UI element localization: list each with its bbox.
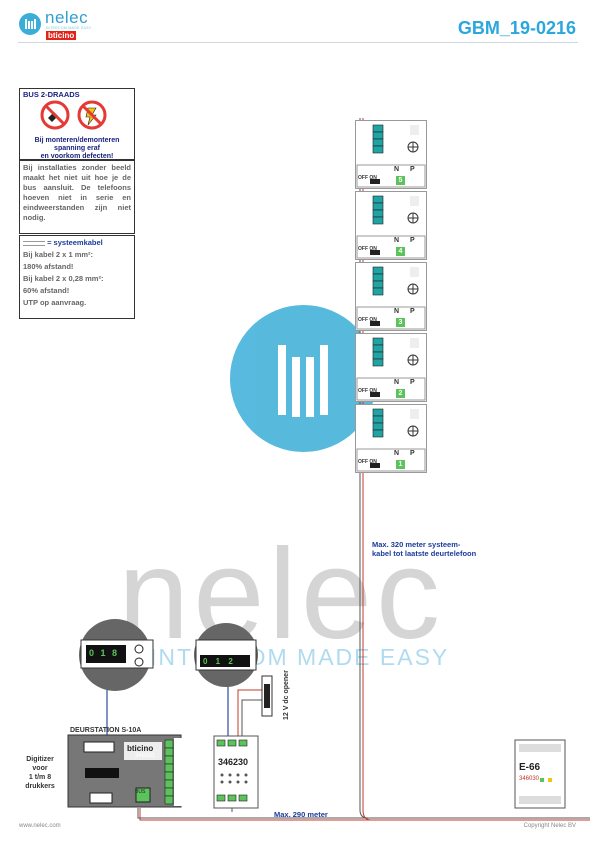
bottom-bus-b [139, 808, 590, 821]
phone-col-p: P [410, 450, 415, 457]
cable-l1: Bij kabel 2 x 1 mm²: [23, 250, 94, 259]
phone-number: 3 [396, 318, 405, 327]
phone-dip-switch [370, 392, 380, 397]
phone-number: 2 [396, 389, 405, 398]
phone-col-p: P [410, 166, 415, 173]
watermark-word: nelec [118, 523, 444, 666]
phone-dip-switch [370, 179, 380, 184]
module-346230-device [213, 735, 259, 809]
bottom-bus-a [137, 808, 590, 819]
phone-dip-switch [370, 321, 380, 326]
warning-line2: spanning eraf [54, 145, 100, 152]
door-opener-device [261, 675, 273, 717]
phone-dip-switch [370, 250, 380, 255]
phone-col-n: N [394, 308, 400, 315]
bus-terminal-label: BUS [135, 789, 146, 795]
cable-legend-symbol [23, 240, 45, 246]
module-code-label: 346230 [218, 757, 249, 767]
header-divider [18, 42, 578, 43]
phone-col-p: P [410, 308, 415, 315]
zoom2-digits: 0 1 2 [203, 657, 236, 666]
no-plug-icon [40, 100, 70, 130]
opener-wire-a [237, 689, 262, 736]
phone-col-p: P [410, 237, 415, 244]
opener-wire-b [241, 699, 262, 736]
cable-l5: UTP op aanvraag. [23, 298, 87, 307]
psu-name-label: E-66 [519, 762, 541, 773]
phone-off-on: OFF ON [358, 459, 377, 465]
phone-dip-switch [370, 463, 380, 468]
footer-website: www.nelec.com [19, 823, 61, 829]
psu-code-label: 346030 [519, 776, 540, 782]
doc-id: GBM_19-0216 [457, 18, 576, 38]
warning-icons [40, 100, 107, 130]
door-bticino-label: bticino [127, 744, 154, 753]
brand-name: nelec [45, 8, 89, 27]
deurstation-label: DEURSTATION S-10A [70, 727, 142, 734]
brand-sub: INTERCOM MADE EASY [46, 26, 92, 30]
phone-number: 1 [396, 460, 405, 469]
digitizer-line4: drukkers [25, 783, 55, 790]
cable-l3: Bij kabel 2 x 0,28 mm²: [23, 274, 104, 283]
footer-copyright: Copyright Nelec BV [523, 823, 576, 829]
phone-unit: OFF ON N P 5 [355, 120, 427, 189]
watermark-logo-circle [230, 305, 377, 452]
cable-l2: 180% afstand! [23, 262, 74, 271]
zoom-circle-1 [79, 619, 154, 691]
max290-label: Max. 290 meter [274, 810, 328, 819]
nelec-logo-icon [19, 13, 41, 35]
phone-col-n: N [394, 379, 400, 386]
max320-line1: Max. 320 meter systeem- [372, 540, 461, 549]
note-box: Bij installaties zonder beeld maakt het … [19, 160, 135, 234]
phone-number: 5 [396, 176, 405, 185]
cable-l4: 60% afstand! [23, 286, 70, 295]
phone-col-n: N [394, 237, 400, 244]
phone-col-n: N [394, 166, 400, 173]
digitizer-line2: voor [32, 765, 48, 772]
phone-number: 4 [396, 247, 405, 256]
digitizer-line3: 1 t/m 8 [28, 774, 52, 781]
partner-logo: bticino [46, 31, 77, 40]
phone-off-on: OFF ON [358, 246, 377, 252]
phone-off-on: OFF ON [358, 388, 377, 394]
no-tool-icon [77, 100, 107, 130]
psu-device [514, 739, 566, 809]
note-text: Bij installaties zonder beeld maakt het … [23, 163, 131, 222]
cable-legend: = systeemkabel [47, 238, 103, 247]
warning-line3: en voorkom defecten! [40, 153, 114, 160]
zoom1-digits: 0 1 8 [89, 648, 120, 658]
digitizer-line1: Digitizer [26, 756, 54, 763]
cable-box: = systeemkabel Bij kabel 2 x 1 mm²: 180%… [19, 235, 135, 319]
door-code-label: 346991 [135, 753, 156, 759]
phone-unit: OFF ON N P 3 [355, 262, 427, 331]
warning-title: BUS 2-DRAADS [23, 90, 80, 99]
phone-col-n: N [394, 450, 400, 457]
zoom-circle-2 [194, 623, 258, 687]
opener-label: 12 V dc opener [283, 670, 290, 720]
phone-off-on: OFF ON [358, 175, 377, 181]
phone-unit: OFF ON N P 1 [355, 404, 427, 473]
warning-box: BUS 2-DRAADS Bij monteren/demonteren spa… [19, 88, 135, 160]
max320-line2: kabel tot laatste deurtelefoon [372, 549, 477, 558]
door-station-device [67, 734, 182, 808]
watermark-logo-icon [278, 345, 328, 417]
phone-unit: OFF ON N P 4 [355, 191, 427, 260]
cable-legend-row: = systeemkabel [20, 236, 134, 250]
phone-col-p: P [410, 379, 415, 386]
phone-off-on: OFF ON [358, 317, 377, 323]
phone-unit: OFF ON N P 2 [355, 333, 427, 402]
warning-line1: Bij monteren/demonteren [34, 137, 120, 144]
